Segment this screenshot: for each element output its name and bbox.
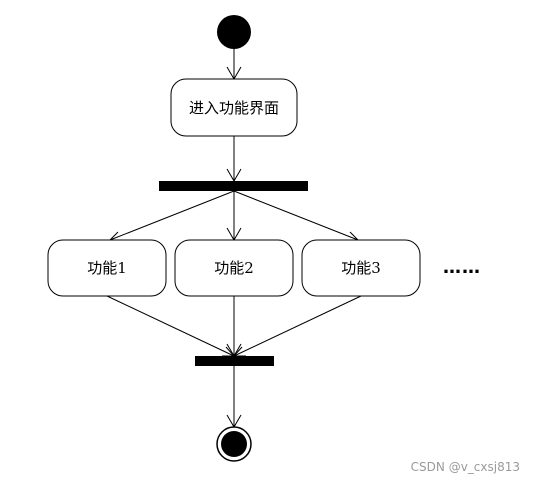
enter-interface-label: 进入功能界面 (189, 99, 279, 117)
edge-feature-3-to-join (232, 295, 362, 357)
edge-fork-to-feature-2 (226, 191, 242, 241)
edge-feature-2-to-join (226, 296, 242, 357)
feature-node-2: 功能2 (174, 239, 294, 297)
initial-node (217, 15, 251, 49)
edge-join-to-final (226, 366, 242, 428)
edge-enter-to-fork (226, 136, 242, 182)
enter-interface-node: 进入功能界面 (170, 78, 298, 137)
feature-node-3: 功能3 (301, 239, 421, 297)
feature-3-label: 功能3 (341, 259, 381, 277)
feature-node-1: 功能1 (47, 239, 167, 297)
feature-1-label: 功能1 (87, 259, 127, 277)
more-features-ellipsis: …… (443, 257, 481, 278)
join-bar (195, 356, 274, 366)
edge-initial-to-enter (226, 49, 242, 80)
final-node-core (221, 431, 247, 457)
edge-fork-to-feature-3 (233, 190, 360, 241)
fork-bar (159, 181, 308, 191)
feature-2-label: 功能2 (214, 259, 254, 277)
watermark: CSDN @v_cxsj813 (411, 460, 520, 474)
edge-feature-1-to-join (106, 295, 236, 357)
final-node (216, 426, 252, 462)
edge-fork-to-feature-1 (108, 190, 235, 241)
